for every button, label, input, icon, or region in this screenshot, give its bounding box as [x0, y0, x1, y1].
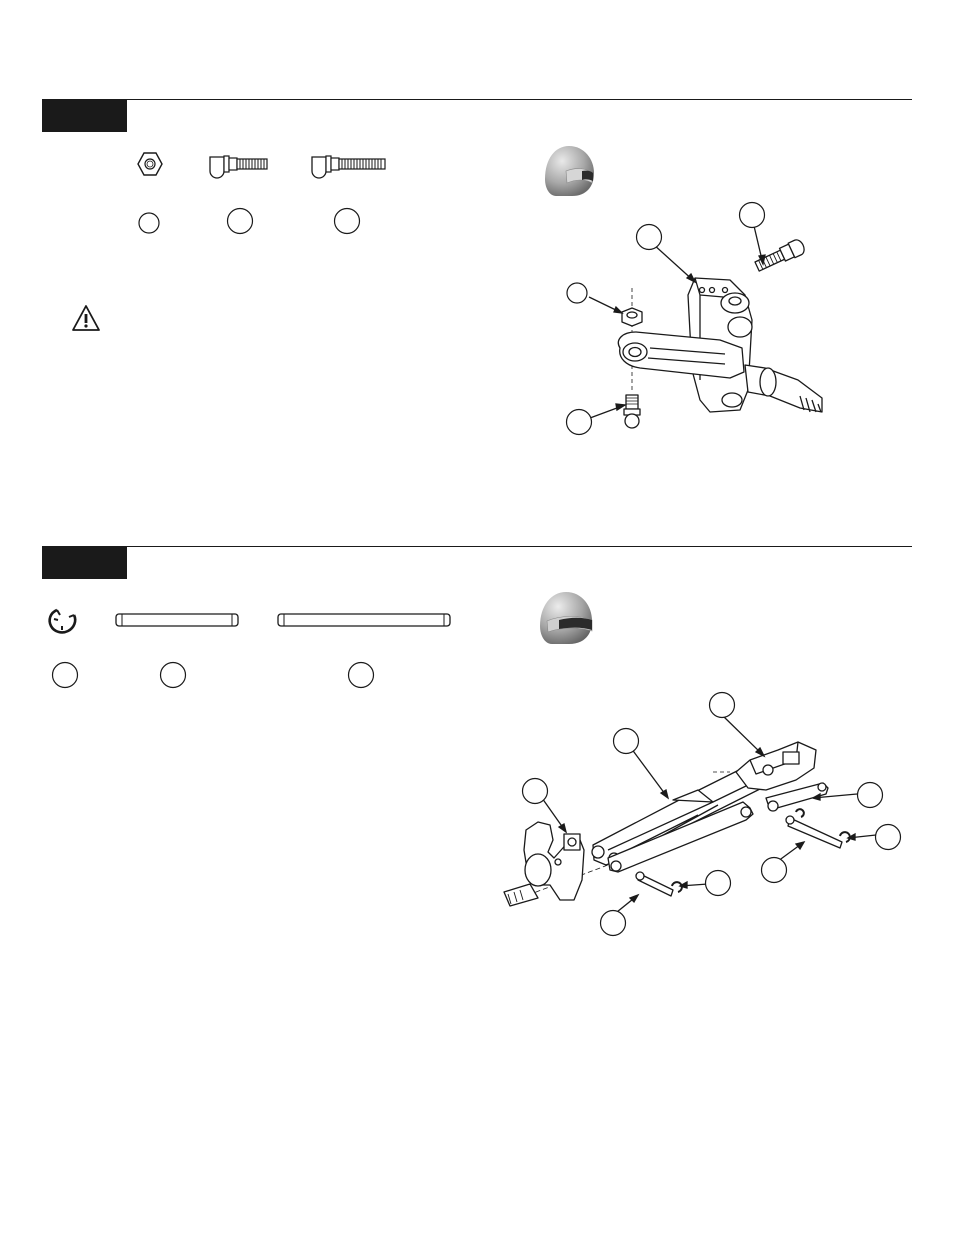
- hinge-pin-long-part: [275, 610, 453, 630]
- part-callout-circle: [226, 207, 254, 235]
- hex-nut-part: [136, 150, 166, 180]
- section-divider: [42, 99, 912, 100]
- ball-stud-short-part: [207, 150, 271, 180]
- part-callout-circle: [333, 207, 361, 235]
- hinge-pin-short-part: [113, 610, 241, 630]
- helmet-icon: [542, 143, 596, 199]
- step-number-tab: [42, 99, 127, 132]
- e-clip-part: [46, 606, 80, 636]
- helmet-icon: [537, 589, 595, 647]
- part-callout-circle: [347, 661, 375, 689]
- part-callout-circle: [51, 661, 79, 689]
- warning-icon: [71, 304, 101, 332]
- part-callout-circle: [159, 661, 187, 689]
- steering-knuckle-assembly-drawing: [560, 200, 850, 440]
- ball-stud-long-part: [309, 150, 389, 180]
- section-divider: [42, 546, 912, 547]
- part-callout-circle: [138, 212, 160, 234]
- lower-arm-assembly-drawing: [498, 690, 908, 945]
- step-number-tab: [42, 546, 127, 579]
